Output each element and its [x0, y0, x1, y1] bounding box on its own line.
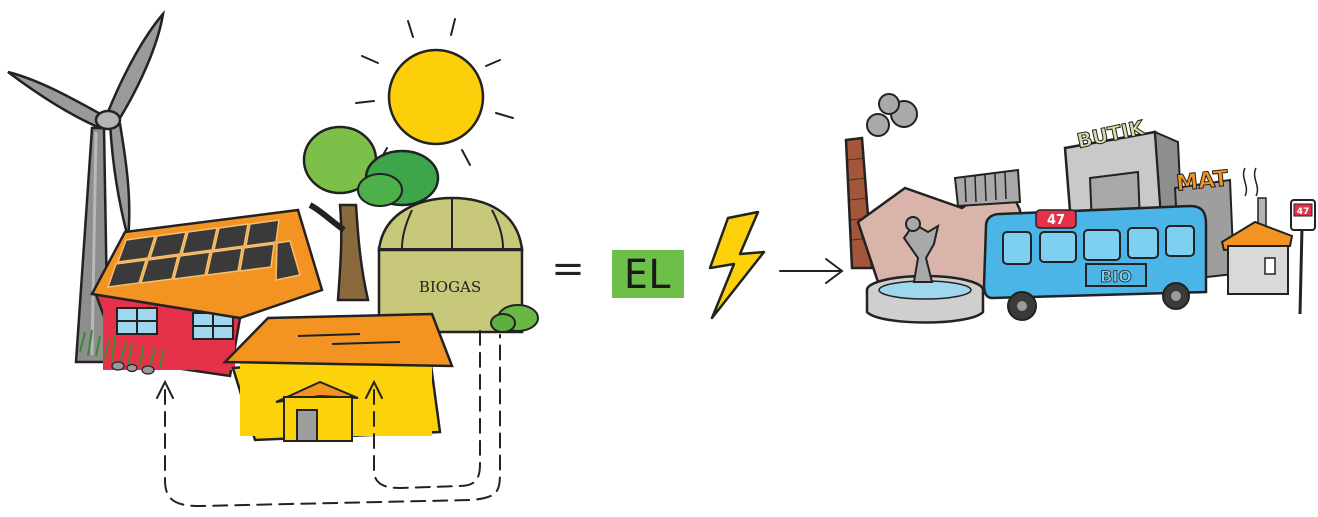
bus-route-number: 47 [1047, 213, 1065, 228]
city: BUTIK MAT 47 [846, 94, 1315, 323]
el-label: EL [624, 252, 672, 298]
el-badge: EL [612, 250, 684, 298]
sun [356, 19, 513, 165]
industrial-building [955, 170, 1020, 206]
smoke [867, 94, 917, 136]
biogas-label: BIOGAS [419, 278, 481, 296]
bus-stop-sign: 47 [1291, 200, 1315, 314]
arrow-right-icon [780, 259, 842, 283]
stop-sign-number: 47 [1297, 207, 1310, 217]
bus-bio-sign: BIO [1100, 267, 1132, 286]
bus: 47 BIO [984, 206, 1206, 320]
barn [225, 314, 452, 441]
equals-sign: = [551, 246, 585, 292]
lightning-bolt-icon [710, 212, 764, 318]
